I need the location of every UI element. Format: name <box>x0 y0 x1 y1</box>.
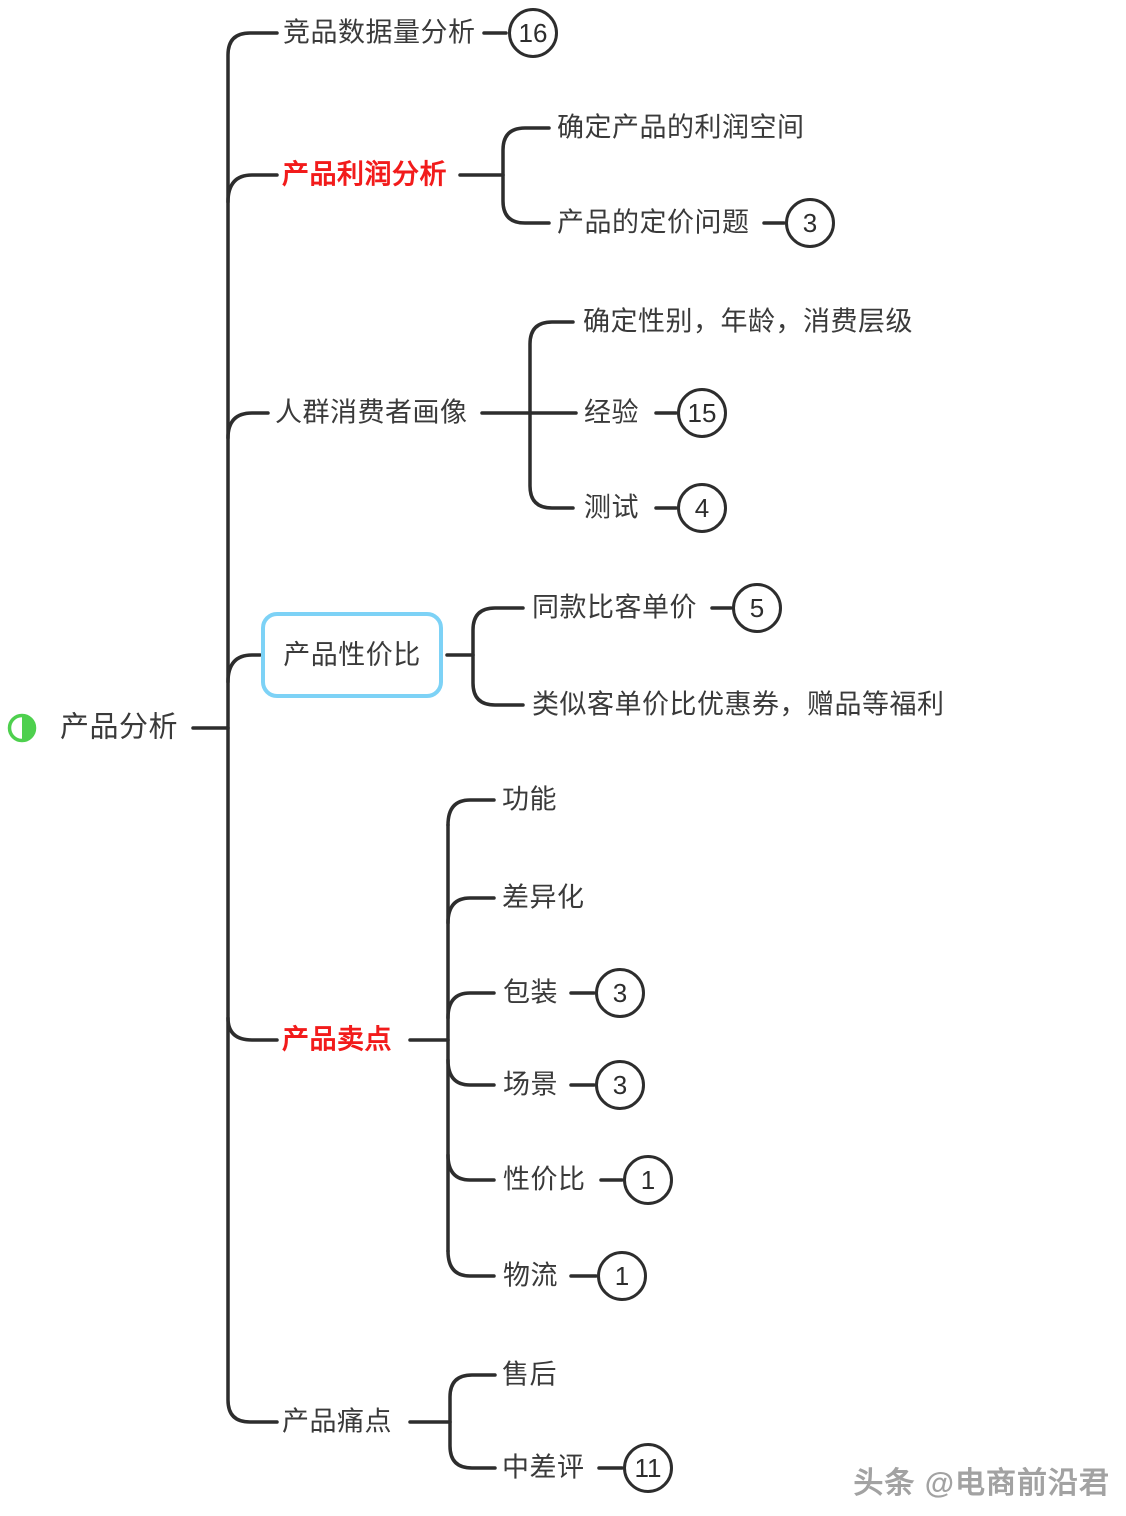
child-node-tongkuan-kedanjia[interactable]: 同款比客单价 <box>532 592 697 623</box>
child-node-zhongchaping[interactable]: 中差评 <box>502 1452 585 1483</box>
highlight-box[interactable]: 产品性价比 <box>261 612 443 698</box>
child-node-gongneng[interactable]: 功能 <box>502 784 557 815</box>
child-node-ceshi[interactable]: 测试 <box>584 492 639 523</box>
child-node-dingjia-wenti[interactable]: 产品的定价问题 <box>557 207 750 238</box>
branch-node-maidian[interactable]: 产品卖点 <box>282 1024 392 1055</box>
child-node-chayihua[interactable]: 差异化 <box>502 882 585 913</box>
count-badge[interactable]: 15 <box>677 388 727 438</box>
branch-node-xiaofeizhe-huaxiang[interactable]: 人群消费者画像 <box>275 397 468 428</box>
count-badge[interactable]: 1 <box>623 1155 673 1205</box>
child-node-xingbie-nianling[interactable]: 确定性别，年龄，消费层级 <box>583 306 913 337</box>
count-badge[interactable]: 4 <box>677 483 727 533</box>
branch-node-xingjiabi[interactable]: 产品性价比 <box>283 639 421 670</box>
count-badge[interactable]: 5 <box>732 583 782 633</box>
child-node-baozhuang[interactable]: 包装 <box>503 977 558 1008</box>
count-badge[interactable]: 16 <box>508 8 558 58</box>
count-badge[interactable]: 3 <box>785 198 835 248</box>
root-node[interactable]: 产品分析 <box>60 711 179 744</box>
count-badge[interactable]: 11 <box>623 1443 673 1493</box>
branch-node-jingpin-shujuliang[interactable]: 竞品数据量分析 <box>283 17 476 48</box>
progress-half-icon <box>7 713 37 743</box>
child-node-changjing[interactable]: 场景 <box>503 1069 558 1100</box>
child-node-jingyan[interactable]: 经验 <box>584 397 639 428</box>
count-badge[interactable]: 3 <box>595 1060 645 1110</box>
count-badge[interactable]: 3 <box>595 968 645 1018</box>
child-node-shouhou[interactable]: 售后 <box>502 1359 557 1390</box>
watermark: 头条 @电商前沿君 <box>853 1467 1110 1500</box>
branch-node-lirun-fenxi[interactable]: 产品利润分析 <box>282 159 447 190</box>
count-badge[interactable]: 1 <box>597 1251 647 1301</box>
child-node-leisi-kedanjia[interactable]: 类似客单价比优惠券，赠品等福利 <box>532 689 945 720</box>
branch-node-tongdian[interactable]: 产品痛点 <box>282 1406 392 1437</box>
child-node-lirun-kongjian[interactable]: 确定产品的利润空间 <box>557 112 805 143</box>
child-node-wuliu[interactable]: 物流 <box>503 1260 558 1291</box>
child-node-xingjiabi-sell[interactable]: 性价比 <box>503 1164 586 1195</box>
